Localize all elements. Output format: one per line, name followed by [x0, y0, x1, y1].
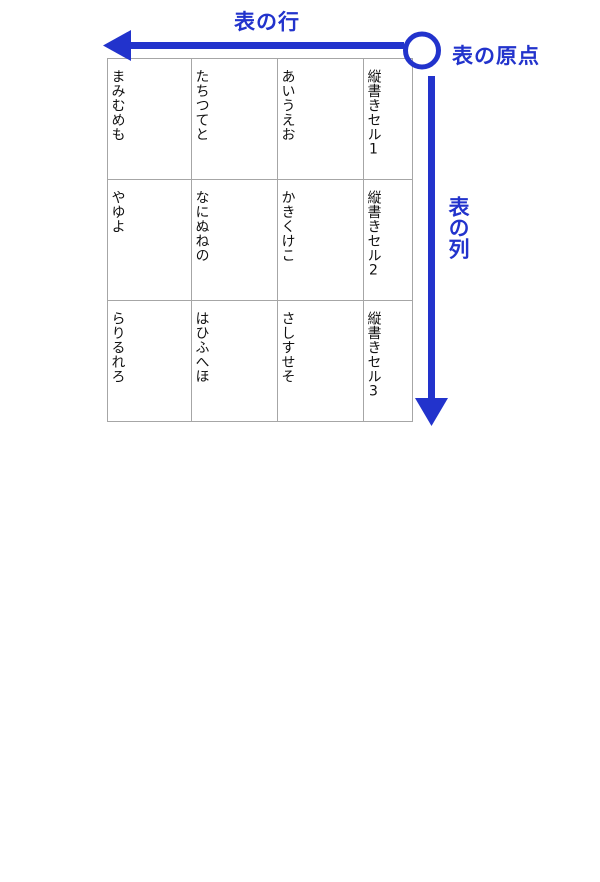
table-cell[interactable]: あいうえお [277, 58, 364, 180]
table-row: やゆよ なにぬねの かきくけこ 縦書きセル2 [107, 179, 413, 301]
table-row: まみむめも たちつてと あいうえお 縦書きセル1 [107, 58, 413, 180]
column-direction-arrow-icon [415, 76, 448, 426]
table-cell[interactable]: さしすせそ [277, 300, 364, 422]
cell-text: はひふへほ [193, 311, 210, 384]
table-cell[interactable]: まみむめも [107, 58, 192, 180]
cell-text: さしすせそ [279, 311, 296, 384]
cell-text: あいうえお [279, 69, 296, 142]
table-cell[interactable]: 縦書きセル3 [363, 300, 413, 422]
cell-text: 縦書きセル2 [365, 190, 382, 279]
table-cell[interactable]: 縦書きセル1 [363, 58, 413, 180]
cell-text: らりるれろ [109, 311, 126, 384]
cell-text: なにぬねの [193, 190, 210, 263]
table-cell[interactable]: たちつてと [191, 58, 278, 180]
table-cell[interactable]: 縦書きセル2 [363, 179, 413, 301]
table-body: まみむめも たちつてと あいうえお 縦書きセル1 やゆよ なにぬねの かきくけこ… [107, 58, 413, 422]
cell-text: やゆよ [109, 190, 126, 234]
cell-text: かきくけこ [279, 190, 296, 263]
cell-text: まみむめも [109, 69, 126, 142]
table-cell[interactable]: やゆよ [107, 179, 192, 301]
table-cell[interactable]: かきくけこ [277, 179, 364, 301]
table-cell[interactable]: なにぬねの [191, 179, 278, 301]
diagram-canvas: まみむめも たちつてと あいうえお 縦書きセル1 やゆよ なにぬねの かきくけこ… [103, 10, 540, 426]
table-cell[interactable]: らりるれろ [107, 300, 192, 422]
vertical-writing-table: まみむめも たちつてと あいうえお 縦書きセル1 やゆよ なにぬねの かきくけこ… [107, 58, 413, 422]
origin-label: 表の原点 [452, 44, 540, 68]
cell-text: 縦書きセル3 [365, 311, 382, 400]
cell-text: 縦書きセル1 [365, 69, 382, 158]
table-cell[interactable]: はひふへほ [191, 300, 278, 422]
cell-text: たちつてと [193, 69, 210, 142]
table-row: らりるれろ はひふへほ さしすせそ 縦書きセル3 [107, 300, 413, 422]
row-label: 表の行 [234, 10, 300, 34]
column-label: 表の列 [446, 196, 471, 259]
